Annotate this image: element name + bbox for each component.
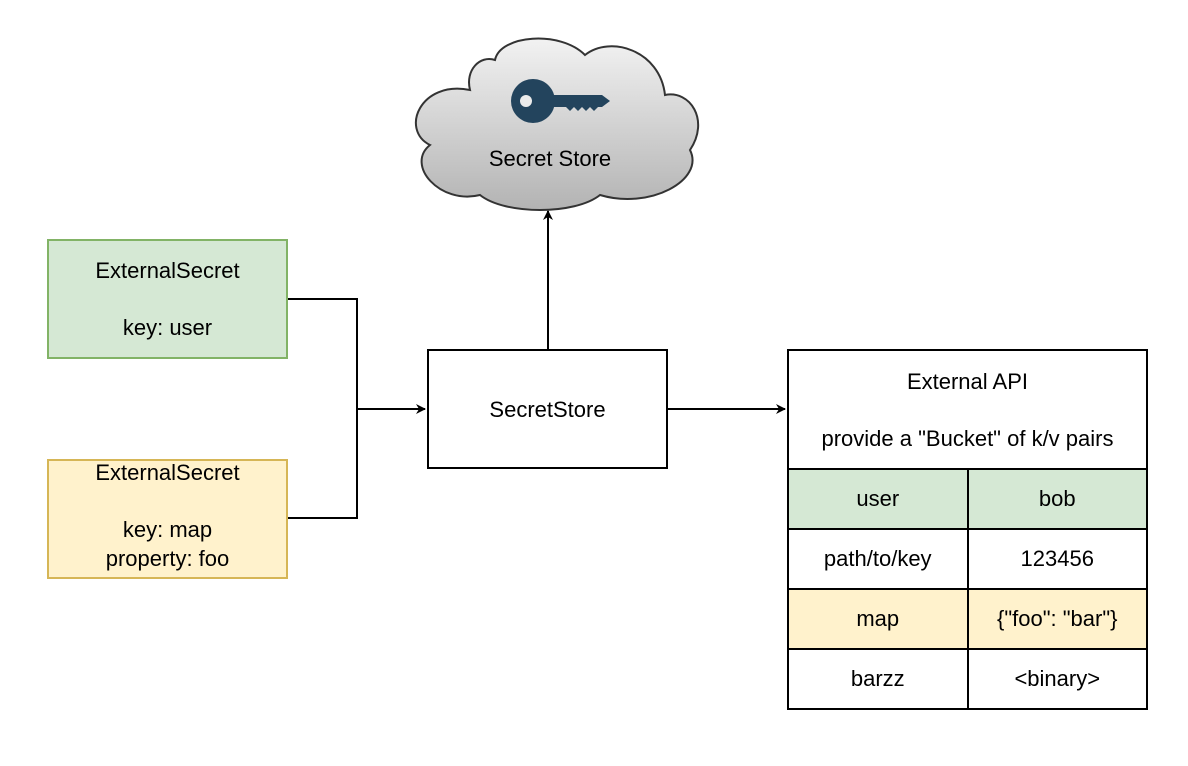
connector-lines <box>288 210 786 519</box>
row-value: 123456 <box>1020 546 1094 571</box>
key-icon <box>511 79 610 123</box>
secret-store-box: SecretStore <box>427 349 668 469</box>
row-value: bob <box>1038 486 1076 511</box>
row-key: map <box>789 590 969 648</box>
row-key: path/to/key <box>789 530 969 588</box>
external-secret-title: ExternalSecret <box>95 258 240 283</box>
external-api-subtitle: provide a "Bucket" of k/v pairs <box>821 425 1114 451</box>
external-secret-key: key: user <box>122 315 213 340</box>
row-key: barzz <box>789 650 969 708</box>
row-value: <binary> <box>1014 666 1101 691</box>
external-secret-map-box: ExternalSecret key: map property: foo <box>47 459 288 579</box>
external-secret-property: property: foo <box>105 545 230 571</box>
external-api-header: External API provide a "Bucket" of k/v p… <box>789 351 1146 470</box>
table-row: map {"foo": "bar"} <box>789 590 1146 650</box>
external-api-title: External API <box>906 368 1029 394</box>
table-row: barzz <binary> <box>789 650 1146 708</box>
table-row: path/to/key 123456 <box>789 530 1146 590</box>
row-key: user <box>789 470 969 528</box>
external-api-table: External API provide a "Bucket" of k/v p… <box>787 349 1148 710</box>
external-secret-title: ExternalSecret <box>95 459 240 485</box>
secret-store-label: SecretStore <box>489 396 606 422</box>
external-secret-user-box: ExternalSecret key: user <box>47 239 288 359</box>
secret-store-cloud <box>414 37 700 211</box>
row-value: {"foo": "bar"} <box>996 606 1118 631</box>
external-secret-key: key: map <box>122 516 213 542</box>
table-row: user bob <box>789 470 1146 530</box>
cloud-label: Secret Store <box>488 146 612 171</box>
